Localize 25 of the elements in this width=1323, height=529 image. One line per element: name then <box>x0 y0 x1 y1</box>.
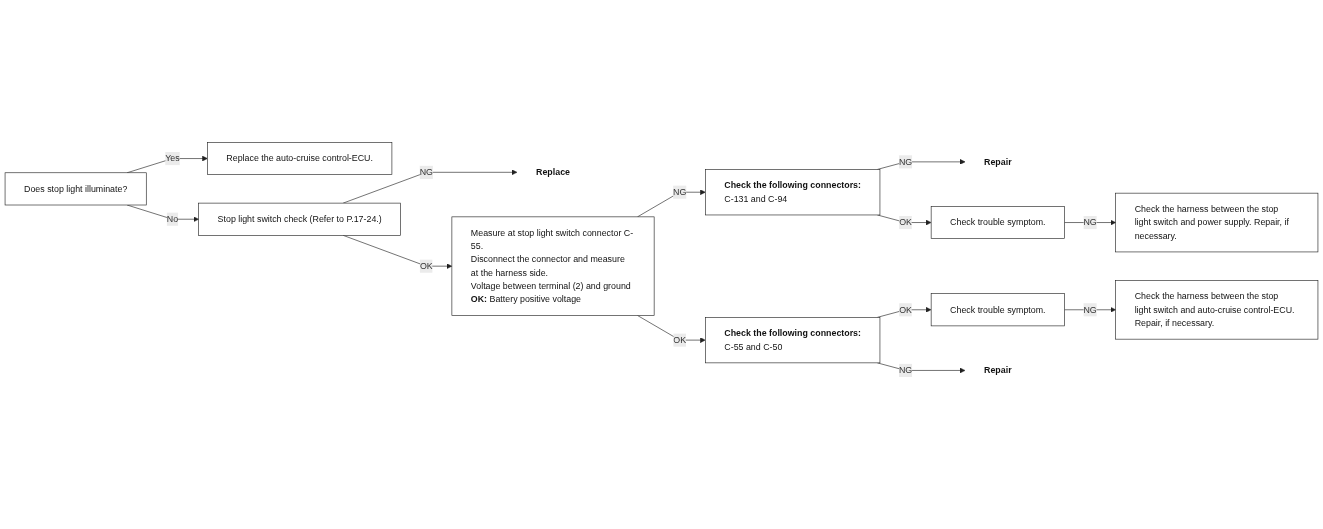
node-text: Repair <box>984 365 1012 376</box>
node-box: Check the harness between the stop light switch and auto-cruise control-ECU. Repair, if necessary. <box>1115 280 1319 340</box>
edge-label: NG <box>1083 304 1097 315</box>
node-text: Repair <box>984 156 1012 167</box>
edge-label: OK <box>899 217 912 228</box>
edge-label: Yes <box>165 153 180 164</box>
edge-label: No <box>166 213 179 224</box>
node-box: Check the following connectors: C-131 and C-94 <box>705 169 881 216</box>
node-text: Replace <box>536 166 570 178</box>
edge-label: NG <box>1083 217 1097 228</box>
node-box: Check trouble symptom. <box>930 206 1065 239</box>
node-box: Check trouble symptom. <box>930 293 1065 327</box>
node-box: Check the harness between the stop light switch and power supply. Repair, if necessary. <box>1115 192 1319 253</box>
node-box: Stop light switch check (Refer to P.17-24.) <box>198 202 401 236</box>
node-box: Replace the auto-cruise control-ECU. <box>207 142 393 175</box>
edge-label: NG <box>898 156 913 167</box>
node-box: Check the following connectors: C-55 and C-50 <box>705 317 881 364</box>
edge-label: OK <box>673 334 687 345</box>
edge-label: OK <box>899 304 912 315</box>
node-box: Measure at stop light switch connector C-55. Disconnect the connector and measure at the harness side. Voltage between terminal (2) and ground OK: Battery positive voltage <box>451 216 655 316</box>
node-box: Does stop light illuminate? <box>4 172 147 206</box>
edge-label: NG <box>673 186 687 197</box>
edge-label: NG <box>419 166 433 178</box>
edge-label: NG <box>898 365 913 376</box>
edge-label: OK <box>419 260 433 271</box>
